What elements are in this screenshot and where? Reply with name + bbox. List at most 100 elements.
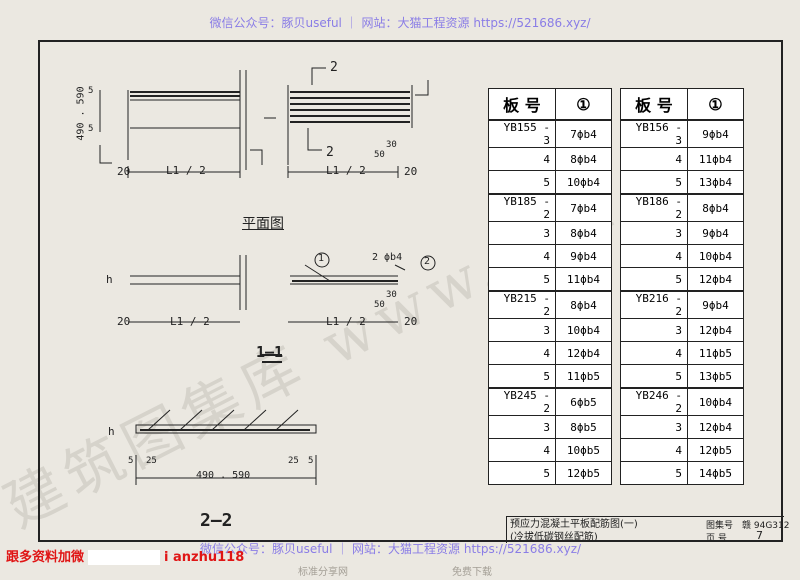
section-1-1-drawing — [128, 252, 436, 363]
reinforcement-value: 11ϕb5 — [686, 341, 745, 365]
reinforcement-value: 8ϕb4 — [686, 193, 745, 222]
reinforcement-value: 12ϕb5 — [554, 461, 613, 485]
section-cut-label: 2 — [330, 60, 338, 75]
slab-code: 3 — [488, 318, 556, 342]
watermark-top: 微信公众号：豚贝useful ｜ 网站：大猫工程资源 https://52168… — [209, 16, 591, 30]
reinforcement-value: 7ϕb4 — [554, 193, 613, 222]
reinforcement-value: 12ϕb4 — [686, 267, 745, 292]
dim-label-width: 490 . 590 — [196, 470, 251, 481]
slab-code: YB186 - 2 — [620, 193, 688, 222]
reinforcement-value: 8ϕb5 — [554, 415, 613, 439]
reinforcement-value: 6ϕb5 — [554, 387, 613, 416]
header-code: 板 号 — [620, 88, 688, 121]
section-2-2-title: 2—2 — [200, 510, 233, 531]
dim-label-25: 25 — [146, 456, 157, 466]
dim-label-20: 20 — [404, 165, 418, 178]
drawing-title-line1: 预应力混凝土平板配筋图(一) — [510, 519, 638, 530]
dim-label-half-span: L1 / 2 — [326, 315, 366, 328]
dim-label-50: 50 — [374, 300, 385, 310]
reinforcement-value: 10ϕb5 — [554, 438, 613, 462]
slab-code: YB185 - 2 — [488, 193, 556, 222]
slab-code: 4 — [488, 438, 556, 462]
reinforcement-value: 12ϕb4 — [554, 341, 613, 365]
slab-code: 4 — [488, 147, 556, 171]
redaction-box — [88, 550, 161, 565]
slab-code: 4 — [620, 341, 688, 365]
slab-code: 4 — [620, 438, 688, 462]
page-number-label: 页 号 — [706, 534, 727, 544]
footer-source-right: 免费下载 — [452, 567, 492, 578]
reinforcement-value: 9ϕb4 — [686, 119, 745, 148]
title-block — [506, 516, 784, 543]
reinforcement-value: 10ϕb4 — [554, 318, 613, 342]
slab-code: 5 — [620, 364, 688, 389]
plan-view-right — [264, 67, 429, 178]
slab-code: YB246 - 2 — [620, 387, 688, 416]
dim-label-h: h — [106, 273, 113, 286]
slab-code: 4 — [620, 147, 688, 171]
watermark-bottom: 微信公众号：豚贝useful ｜ 网站：大猫工程资源 https://52168… — [200, 542, 582, 556]
footer-source-left: 标准分享网 — [298, 567, 348, 578]
slab-code: 5 — [620, 461, 688, 485]
slab-code: YB215 - 2 — [488, 290, 556, 319]
dim-label-20: 20 — [117, 165, 131, 178]
slab-code: 5 — [488, 267, 556, 292]
dim-label-5: 5 — [128, 456, 134, 466]
slab-code: 5 — [620, 170, 688, 195]
reinforcement-value: 11ϕb4 — [554, 267, 613, 292]
slab-code: YB156 - 3 — [620, 119, 688, 148]
contact-note-left: 跟多资料加微 — [6, 550, 85, 565]
slab-code: YB216 - 2 — [620, 290, 688, 319]
slab-code: 5 — [620, 267, 688, 292]
dim-label-5: 5 — [308, 456, 314, 466]
bar-label: 2 ϕb4 — [372, 252, 403, 263]
dim-label-h: h — [108, 425, 115, 438]
reinforcement-value: 10ϕb4 — [554, 170, 613, 195]
reinforcement-value: 12ϕb5 — [686, 438, 745, 462]
dim-label-30: 30 — [386, 290, 397, 300]
drawing-title: 预应力混凝土平板配筋图(一) (冷拔低碳钢丝配筋) — [510, 518, 638, 544]
atlas-number-value: 赣 94G312 — [742, 521, 790, 531]
slab-code: 3 — [620, 415, 688, 439]
dim-label-half-span: L1 / 2 — [170, 315, 210, 328]
reinforcement-value: 13ϕb4 — [686, 170, 745, 195]
reinforcement-value: 8ϕb4 — [554, 147, 613, 171]
plan-view-left — [99, 70, 263, 178]
reinforcement-value: 11ϕb4 — [686, 147, 745, 171]
section-cut-label: 2 — [326, 145, 334, 160]
slab-code: 4 — [488, 341, 556, 365]
reinforcement-value: 8ϕb4 — [554, 221, 613, 245]
slab-code: YB155 - 3 — [488, 119, 556, 148]
dim-label-50: 50 — [374, 150, 385, 160]
atlas-number-label: 图集号 — [706, 521, 734, 531]
slab-code: 5 — [488, 170, 556, 195]
reinforcement-value: 12ϕb4 — [686, 415, 745, 439]
reinforcement-value: 9ϕb4 — [554, 244, 613, 268]
slab-code: YB245 - 2 — [488, 387, 556, 416]
dim-label-half-span: L1 / 2 — [166, 164, 206, 177]
reinforcement-value: 10ϕb4 — [686, 387, 745, 416]
reinforcement-value: 11ϕb5 — [554, 364, 613, 389]
reinforcement-value: 7ϕb4 — [554, 119, 613, 148]
dim-label-width: 490 . 590 — [75, 86, 87, 141]
reinforcement-value: 9ϕb4 — [686, 290, 745, 319]
slab-code: 3 — [620, 221, 688, 245]
reinforcement-value: 10ϕb4 — [686, 244, 745, 268]
slab-code: 5 — [488, 364, 556, 389]
